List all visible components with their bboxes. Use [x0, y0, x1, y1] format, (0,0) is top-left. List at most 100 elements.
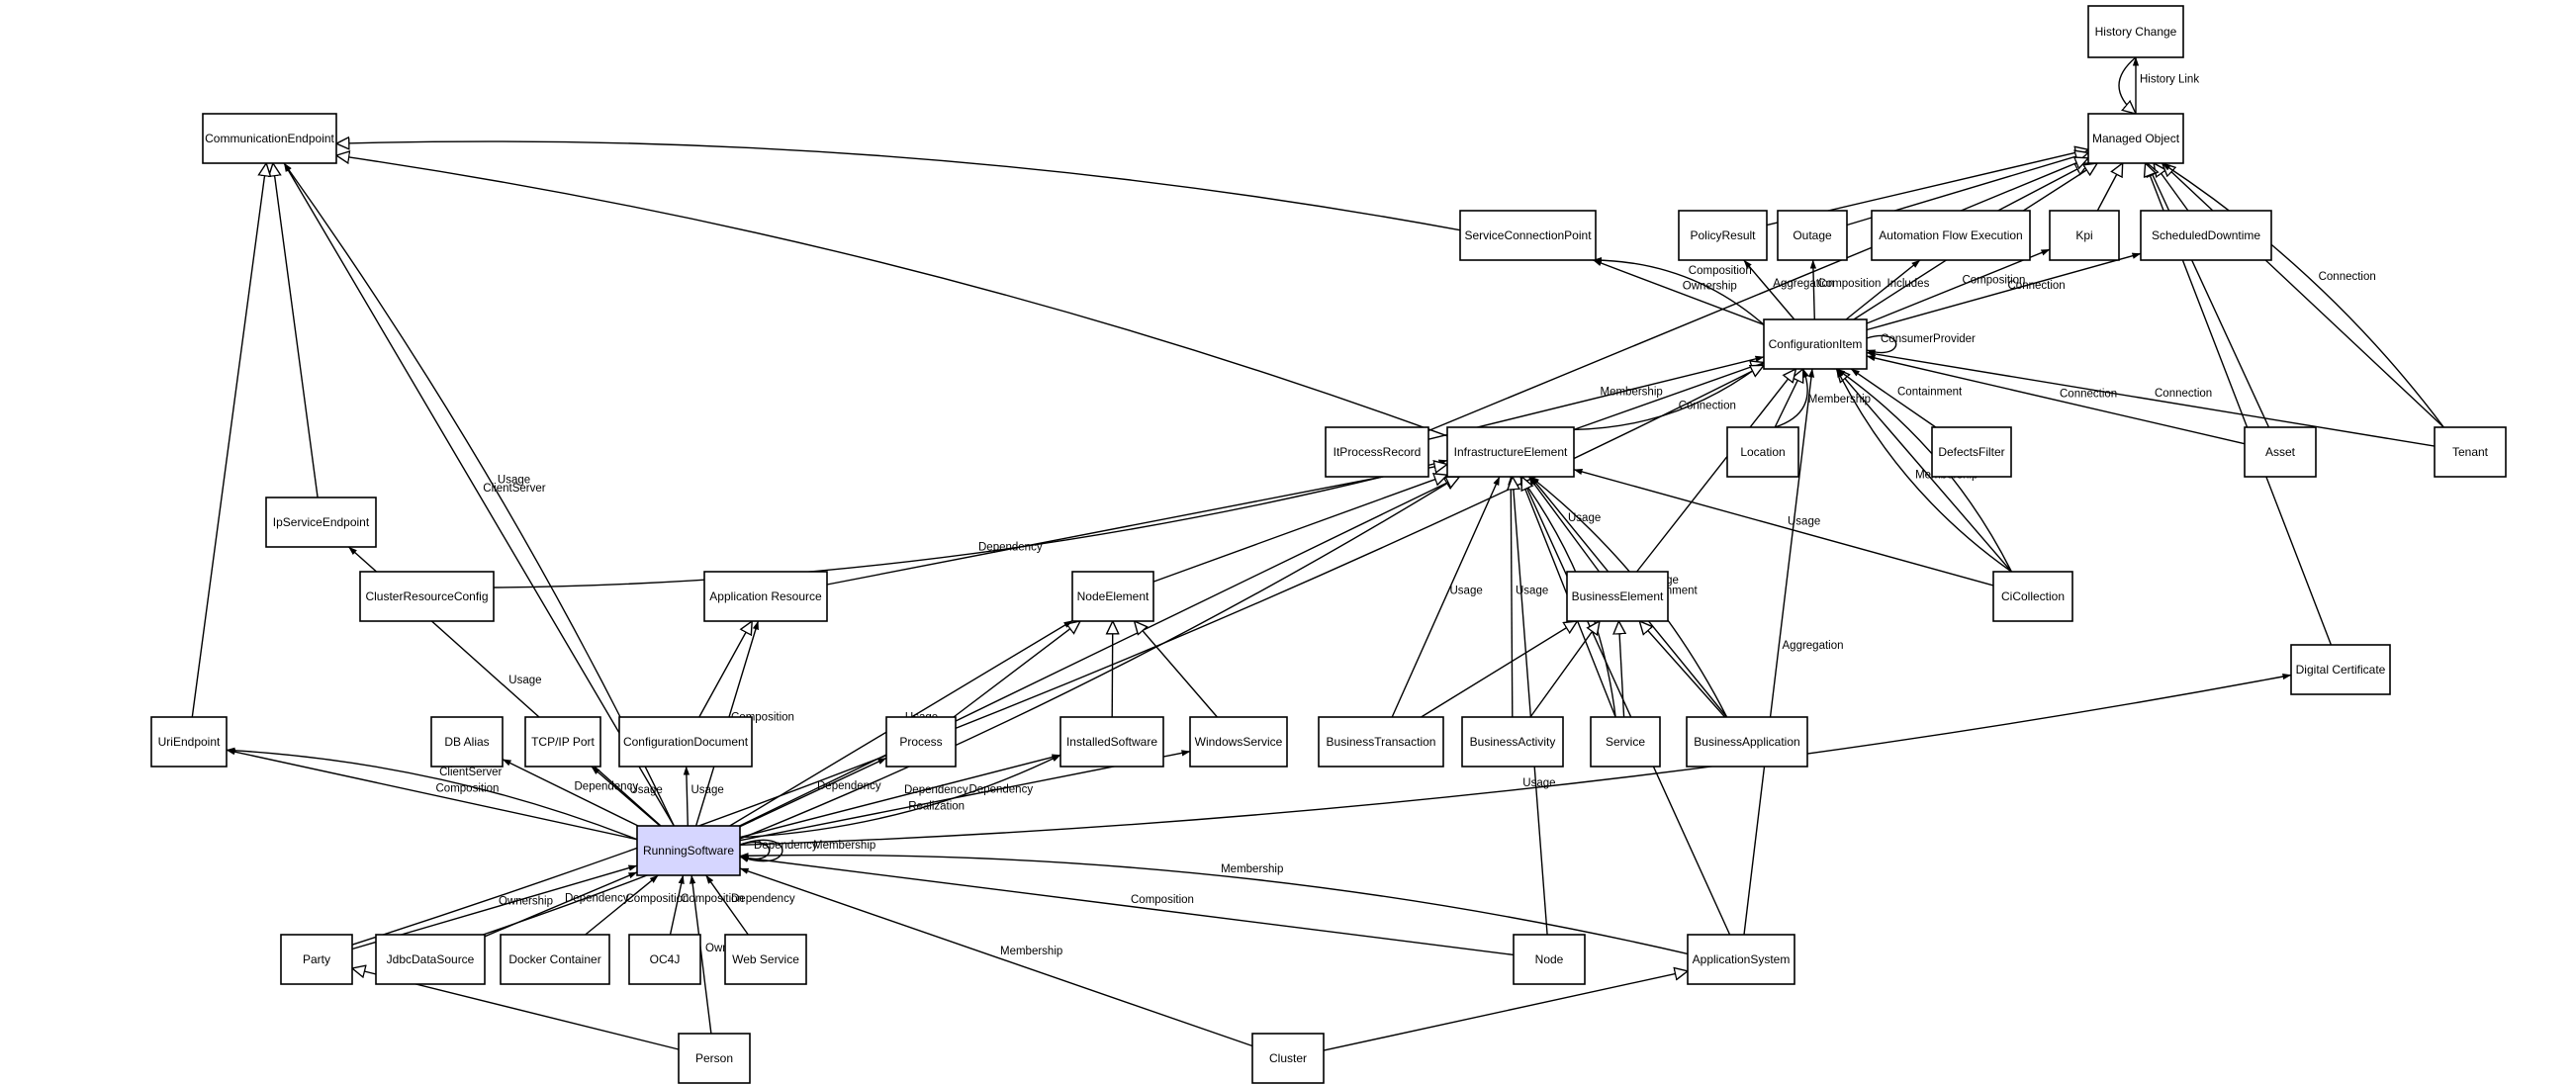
class-box	[1590, 716, 1661, 768]
edge-label-clientserver: ClientServer	[483, 483, 545, 495]
class-node-docker-container[interactable]: Docker Container	[500, 934, 610, 985]
class-node-windowsservice[interactable]: WindowsService	[1189, 716, 1288, 768]
class-node-businessactivity[interactable]: BusinessActivity	[1461, 716, 1564, 768]
edge-configuration-item-to-service-connection-point	[1593, 256, 1765, 325]
edge-label-usage: Usage	[1568, 512, 1601, 524]
edge-running-software-to-running-software	[739, 839, 783, 862]
edge-service-to-business-element	[1618, 621, 1623, 718]
class-node-person[interactable]: Person	[678, 1033, 751, 1084]
edge-label-dependency: Dependency	[754, 840, 818, 852]
edge-installed-software-to-node-element	[1112, 621, 1113, 718]
class-node-cluster[interactable]: Cluster	[1251, 1033, 1325, 1084]
inheritance-connector	[1152, 475, 1447, 583]
class-node-party[interactable]: Party	[280, 934, 353, 985]
edge-application-system-to-running-software	[739, 853, 1689, 955]
class-node-digital-certificate[interactable]: Digital Certificate	[2290, 644, 2391, 695]
class-node-outage[interactable]: Outage	[1777, 210, 1848, 261]
edge-label-consumerprovider: ConsumerProvider	[1881, 333, 1976, 345]
edge-running-software-to-uri-endpoint	[226, 749, 638, 841]
class-box	[678, 1033, 751, 1084]
edge-node-to-running-software	[739, 855, 1515, 956]
class-node-configurationitem[interactable]: ConfigurationItem	[1763, 318, 1868, 370]
class-name: Kpi	[2075, 228, 2092, 242]
edge-label-membership: Membership	[1000, 946, 1062, 957]
inheritance-connector	[1421, 621, 1578, 718]
edge-configuration-item-to-policy-result	[1743, 259, 1795, 320]
class-node-automation-flow-execution[interactable]: Automation Flow Execution	[1871, 210, 2031, 261]
class-node-defectsfilter[interactable]: DefectsFilter	[1931, 426, 2012, 478]
inheritance-connector	[1135, 621, 1218, 718]
class-node-jdbcdatasource[interactable]: JdbcDataSource	[375, 934, 486, 985]
class-name: Docker Container	[508, 952, 600, 966]
edge-service-connection-point-to-communication-endpoint	[336, 141, 1461, 231]
class-node-history-change[interactable]: History Change	[2087, 5, 2184, 58]
class-node-scheduleddowntime[interactable]: ScheduledDowntime	[2140, 210, 2272, 261]
class-node-serviceconnectionpoint[interactable]: ServiceConnectionPoint	[1459, 210, 1597, 261]
class-node-ipserviceendpoint[interactable]: IpServiceEndpoint	[265, 497, 377, 548]
class-box	[1726, 426, 1799, 478]
edge-person-to-running-software	[690, 874, 712, 1035]
association-connector	[739, 754, 1061, 839]
class-box	[2087, 113, 2184, 164]
class-node-businesstransaction[interactable]: BusinessTransaction	[1318, 716, 1444, 768]
class-node-kpi[interactable]: Kpi	[2049, 210, 2120, 261]
class-node-asset[interactable]: Asset	[2244, 426, 2317, 478]
class-node-cicollection[interactable]: CiCollection	[1992, 571, 2073, 622]
edge-configuration-item-to-outage	[1809, 259, 1817, 320]
class-node-infrastructureelement[interactable]: InfrastructureElement	[1446, 426, 1575, 478]
inheritance-connector	[739, 477, 1460, 827]
inheritance-connector	[1529, 621, 1600, 718]
class-name: ItProcessRecord	[1334, 445, 1422, 459]
class-node-communicationendpoint[interactable]: CommunicationEndpoint	[202, 113, 337, 164]
class-node-application-resource[interactable]: Application Resource	[703, 571, 828, 622]
association-connector	[739, 855, 1515, 956]
association-connector	[739, 757, 887, 828]
class-node-installedsoftware[interactable]: InstalledSoftware	[1059, 716, 1164, 768]
class-node-managed-object[interactable]: Managed Object	[2087, 113, 2184, 164]
class-node-clusterresourceconfig[interactable]: ClusterResourceConfig	[359, 571, 495, 622]
class-node-policyresult[interactable]: PolicyResult	[1678, 210, 1768, 261]
edge-business-transaction-to-infrastructure-element	[1391, 476, 1501, 718]
class-node-node[interactable]: Node	[1513, 934, 1586, 985]
class-node-businessapplication[interactable]: BusinessApplication	[1686, 716, 1808, 768]
edge-node-to-infrastructure-element	[1513, 477, 1548, 936]
class-node-applicationsystem[interactable]: ApplicationSystem	[1687, 934, 1795, 985]
class-name: Asset	[2265, 445, 2296, 459]
class-node-itprocessrecord[interactable]: ItProcessRecord	[1325, 426, 1429, 478]
inheritance-connector	[336, 141, 1461, 231]
class-box	[618, 716, 753, 768]
class-node-nodeelement[interactable]: NodeElement	[1071, 571, 1154, 622]
class-box	[1871, 210, 2031, 261]
class-node-service[interactable]: Service	[1590, 716, 1661, 768]
edge-history-change-to-managed-object	[2118, 56, 2136, 114]
class-node-tenant[interactable]: Tenant	[2434, 426, 2507, 478]
class-node-location[interactable]: Location	[1726, 426, 1799, 478]
edge-docker-container-to-running-software	[585, 874, 659, 936]
class-node-businesselement[interactable]: BusinessElement	[1566, 571, 1669, 622]
association-connector	[283, 162, 675, 827]
class-node-web-service[interactable]: Web Service	[724, 934, 807, 985]
association-connector	[1527, 476, 1601, 573]
class-name: RunningSoftware	[643, 844, 734, 858]
class-node-db-alias[interactable]: DB Alias	[430, 716, 504, 768]
edge-asset-to-configuration-item	[1866, 354, 2246, 445]
association-connector	[739, 839, 783, 862]
class-name: Tenant	[2452, 445, 2489, 459]
class-name: Service	[1606, 735, 1645, 749]
class-box	[524, 716, 601, 768]
class-box	[430, 716, 504, 768]
edge-label-membership: Membership	[1601, 387, 1663, 399]
edge-label-dependency: Dependency	[817, 780, 881, 792]
class-node-oc4j[interactable]: OC4J	[628, 934, 701, 985]
class-node-configurationdocument[interactable]: ConfigurationDocument	[618, 716, 753, 768]
class-node-uriendpoint[interactable]: UriEndpoint	[150, 716, 228, 768]
edge-label-composition: Composition	[1963, 275, 2026, 287]
edge-label-connection: Connection	[2008, 280, 2066, 292]
edge-running-software-to-installed-software	[739, 754, 1061, 839]
class-node-process[interactable]: Process	[885, 716, 957, 768]
inheritance-connector	[482, 477, 1458, 936]
class-box	[150, 716, 228, 768]
class-node-runningsoftware[interactable]: RunningSoftware	[636, 825, 741, 876]
class-node-tcp-ip-port[interactable]: TCP/IP Port	[524, 716, 601, 768]
class-name: DefectsFilter	[1938, 445, 2004, 459]
